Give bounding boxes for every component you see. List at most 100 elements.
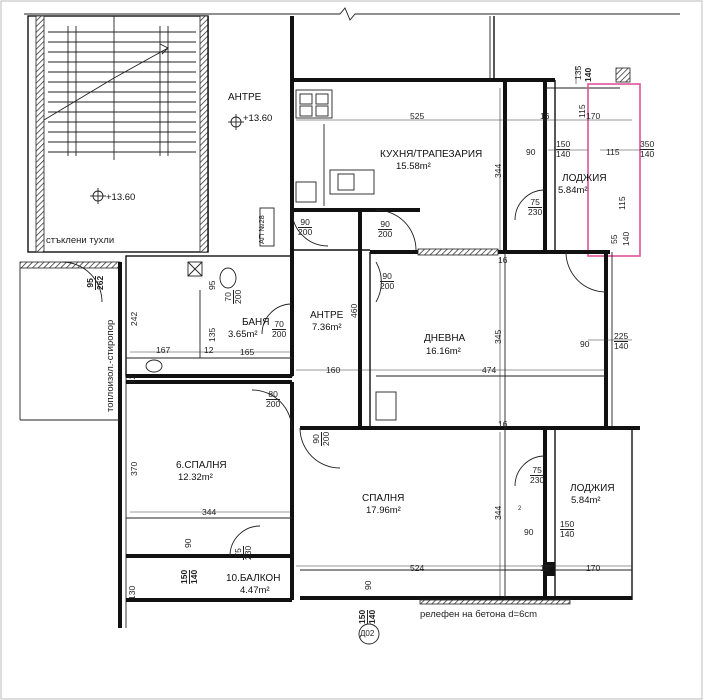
room-loggia-top: ЛОДЖИЯ bbox=[562, 173, 607, 184]
dim-350: 350 bbox=[640, 139, 655, 150]
dim-344a: 344 bbox=[493, 163, 503, 178]
room-antre-top: АНТРЕ bbox=[228, 92, 262, 103]
room-bath: БАНЯ bbox=[242, 317, 270, 328]
dim-167: 167 bbox=[156, 345, 171, 355]
dim-12a: 12 bbox=[204, 345, 214, 355]
doors bbox=[229, 189, 546, 557]
dim-225: 225 bbox=[614, 331, 629, 342]
dim-140e: 140 bbox=[188, 569, 199, 584]
dim-90-200c: 90 bbox=[380, 272, 395, 282]
area-antre-mid: 7.36m² bbox=[312, 322, 342, 333]
break-line bbox=[24, 7, 680, 21]
dim-140b: 140 bbox=[621, 231, 631, 246]
dim-130: 130 bbox=[127, 585, 137, 600]
dim-115a: 115 bbox=[577, 104, 587, 118]
dim-140-under-150a: 140 bbox=[556, 148, 571, 159]
room-loggia-bottom: ЛОДЖИЯ bbox=[570, 483, 615, 494]
dim-474: 474 bbox=[482, 365, 497, 375]
dim-200e: 200 bbox=[272, 328, 287, 339]
dim-165: 165 bbox=[240, 347, 255, 357]
level-antre-top: +13.60 bbox=[243, 113, 273, 124]
dim-242: 242 bbox=[129, 311, 139, 326]
room-balcony: 10.БАЛКОН bbox=[226, 573, 281, 584]
area-kitchen: 15.58m² bbox=[396, 161, 431, 172]
dim-90a: 90 bbox=[526, 147, 536, 157]
area-balcony: 4.47m² bbox=[240, 585, 270, 596]
note-insulation: топлоизол.-стиропор bbox=[105, 319, 116, 412]
dim-75a: 75 bbox=[528, 198, 543, 208]
dim-135: 135 bbox=[573, 65, 583, 80]
dim-344b: 344 bbox=[202, 507, 217, 517]
area-bath: 3.65m² bbox=[228, 329, 258, 340]
area-loggia-top: 5.84m² bbox=[558, 185, 588, 196]
dim-140c: 140 bbox=[614, 340, 629, 351]
dim-200g: 200 bbox=[320, 431, 331, 446]
dim-230c: 230 bbox=[242, 545, 253, 560]
note-door-code: АП №28 bbox=[257, 215, 266, 244]
dim-75b: 75 bbox=[530, 466, 545, 476]
dim-16c: 16 bbox=[540, 563, 550, 573]
dim-200f: 200 bbox=[266, 398, 281, 409]
room-bedroom: СПАЛНЯ bbox=[362, 493, 405, 504]
dimension-lines bbox=[130, 66, 640, 596]
dim-16a: 16 bbox=[540, 111, 550, 121]
dim-90-200a: 90 bbox=[298, 218, 313, 228]
dim-345: 345 bbox=[493, 329, 503, 344]
walls bbox=[125, 16, 641, 605]
dim-90b: 90 bbox=[580, 339, 590, 349]
dim-460: 460 bbox=[349, 303, 359, 318]
dim-95b: 95 bbox=[207, 280, 217, 290]
room-kitchen: КУХНЯ/ТРАПЕЗАРИЯ bbox=[380, 149, 483, 160]
room-bedroom6: 6.СПАЛНЯ bbox=[176, 460, 227, 471]
bath-fixtures bbox=[145, 261, 237, 373]
dim-90d: 90 bbox=[183, 538, 193, 548]
dim-170b: 170 bbox=[586, 563, 601, 573]
dim-80: 80 bbox=[266, 390, 281, 400]
note-relief-concrete: релефен на бетона d=6cm bbox=[420, 609, 538, 620]
dim-524: 524 bbox=[410, 563, 425, 573]
area-bedroom: 17.96m² bbox=[366, 505, 401, 516]
area-living: 16.16m² bbox=[426, 346, 461, 357]
dim-90c: 90 bbox=[524, 527, 534, 537]
note-glass-bricks: стъклени тухли bbox=[46, 235, 115, 246]
dim-170a: 170 bbox=[586, 111, 601, 121]
dim-70b: 70 bbox=[272, 320, 287, 330]
stair-level: +13.60 bbox=[106, 192, 135, 203]
dim-16d: 16 bbox=[498, 255, 508, 265]
dim-525: 525 bbox=[410, 111, 425, 121]
room-antre-mid: АНТРЕ bbox=[310, 310, 344, 321]
dim-230a: 230 bbox=[528, 206, 543, 217]
dim-230b: 230 bbox=[530, 474, 545, 485]
dim-135b: 135 bbox=[207, 327, 217, 342]
dim-200c: 200 bbox=[380, 280, 395, 291]
dim-200a: 200 bbox=[298, 226, 313, 237]
left-exterior bbox=[19, 261, 127, 628]
dim-90-200b: 90 bbox=[378, 220, 393, 230]
dim-12b: 12 bbox=[127, 374, 137, 384]
kitchen-fixtures bbox=[295, 89, 397, 421]
dim-160: 160 bbox=[326, 365, 341, 375]
dim-140d: 140 bbox=[560, 528, 575, 539]
room-living: ДНЕВНА bbox=[424, 333, 466, 344]
dim-115c: 115 bbox=[617, 196, 627, 210]
dim-115b: 115 bbox=[606, 147, 620, 157]
dim-140-under-350: 140 bbox=[640, 148, 655, 159]
area-bedroom6: 12.32m² bbox=[178, 472, 213, 483]
dim-150a: 150 bbox=[556, 139, 571, 150]
dim-370: 370 bbox=[129, 461, 139, 476]
dim-150b: 150 bbox=[560, 519, 575, 530]
dim-140a: 140 bbox=[583, 67, 593, 82]
stairwell bbox=[27, 15, 209, 253]
dim-200b: 200 bbox=[378, 228, 393, 239]
dim-200d: 200 bbox=[232, 289, 243, 304]
dim-90e: 90 bbox=[363, 580, 373, 590]
dim-140f: 140 bbox=[366, 609, 377, 624]
dim-262: 262 bbox=[94, 275, 105, 290]
marker-d02: Д02 bbox=[360, 629, 375, 638]
dim-16b: 16 bbox=[498, 419, 508, 429]
area-loggia-bottom: 5.84m² bbox=[571, 495, 601, 506]
dim-344c: 344 bbox=[493, 505, 503, 520]
dim-2: 2 bbox=[518, 506, 522, 512]
